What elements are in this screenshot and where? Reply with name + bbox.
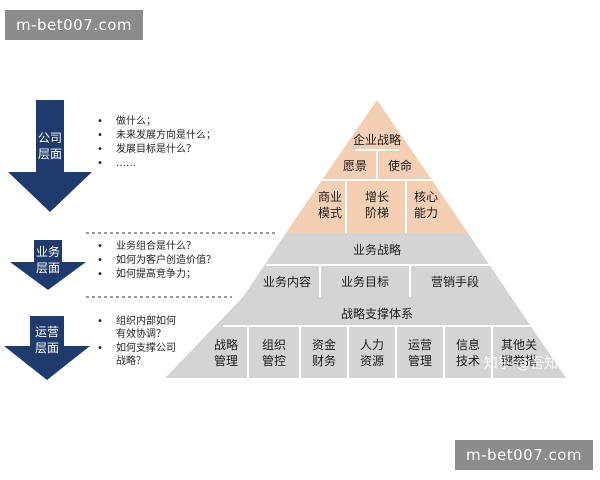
support-cell-7-line2: 键举措 (501, 354, 537, 368)
watermark-top: m-bet007.com (5, 10, 143, 40)
mission-label: 使命 (388, 158, 412, 173)
operation-bullet-1-line2: 有效协调？ (116, 327, 166, 340)
company-bullet-1: 做什么； (116, 114, 156, 127)
business-level-label-line1: 业务 (36, 244, 60, 259)
operation-level-label-line2: 层面 (35, 341, 59, 355)
business-bullet-2: 如何为客户创造价值？ (116, 253, 216, 266)
business-bullet-dot-3: • (97, 269, 103, 280)
support-cell-7-line1: 其他关 (501, 338, 537, 352)
business-bullet-1: 业务组合是什么？ (116, 239, 196, 252)
support-cell-6-line2: 技术 (456, 354, 480, 368)
growth-ladder-line1: 增长 (365, 190, 389, 204)
business-content-label: 业务内容 (263, 274, 311, 289)
company-level-label-line1: 公司 (38, 131, 62, 145)
pyramid-business-section (243, 233, 511, 297)
business-level-label-line2: 层面 (36, 261, 60, 275)
enterprise-strategy-label: 企业战略 (353, 132, 401, 147)
pyramid-company-section (286, 100, 468, 233)
business-bullet-3: 如何提高竞争力； (116, 267, 196, 280)
business-strategy-label: 业务战略 (353, 242, 401, 257)
operation-level-arrow: 运营 层面 (4, 316, 90, 380)
company-bullet-3: 发展目标是什么？ (116, 142, 196, 155)
support-cell-6-line1: 信息 (456, 337, 480, 352)
pyramid-operation-section (165, 297, 566, 378)
growth-ladder-line2: 阶梯 (365, 206, 389, 220)
operation-bullet-dot-1: • (97, 316, 103, 327)
business-model-line1: 商业 (318, 189, 342, 204)
business-target-label: 业务目标 (341, 274, 389, 289)
operation-level-label-line1: 运营 (35, 325, 59, 339)
support-cell-5-line2: 管理 (408, 353, 432, 368)
support-cell-1-line2: 管理 (214, 353, 238, 368)
platform-attribution-overlay: 知乎 @吾知吖 (484, 355, 572, 372)
business-model-line2: 模式 (318, 206, 342, 220)
marketing-means-label: 营销手段 (431, 274, 479, 289)
company-level-label-line2: 层面 (38, 147, 62, 161)
company-level-arrow: 公司 层面 (8, 100, 92, 212)
support-cell-3-line2: 财务 (312, 353, 336, 368)
business-bullet-dot-2: • (97, 255, 103, 266)
business-bullet-dot-1: • (97, 241, 103, 252)
support-cell-4-line2: 资源 (360, 354, 384, 368)
company-bullet-dot-3: • (97, 144, 103, 155)
vision-label: 愿景 (343, 159, 367, 173)
watermark-bottom: m-bet007.com (455, 440, 593, 470)
support-cell-1-line1: 战略 (214, 337, 238, 352)
company-bullet-dot-4: • (97, 158, 103, 169)
core-capability-line1: 核心 (414, 190, 438, 204)
company-bullet-dot-2: • (97, 130, 103, 141)
support-cell-3-line1: 资金 (312, 337, 336, 352)
operation-bullet-1-line1: 组织内部如何 (116, 314, 176, 327)
support-cell-5-line1: 运营 (408, 338, 432, 352)
support-system-label: 战略支撑体系 (341, 306, 413, 321)
support-cell-2-line1: 组织 (262, 338, 286, 352)
operation-bullet-2-line1: 如何支撑公司 (116, 341, 176, 354)
operation-bullet-dot-2: • (97, 343, 103, 354)
company-bullet-dot-1: • (97, 116, 103, 127)
business-level-arrow: 业务 层面 (10, 240, 86, 290)
company-bullet-4: …… (116, 158, 136, 169)
core-capability-line2: 能力 (414, 206, 438, 220)
operation-bullet-2-line2: 战略？ (116, 354, 146, 367)
support-cell-4-line1: 人力 (360, 338, 384, 352)
support-cell-2-line2: 管控 (262, 353, 286, 368)
company-bullet-2: 未来发展方向是什么； (116, 128, 216, 141)
